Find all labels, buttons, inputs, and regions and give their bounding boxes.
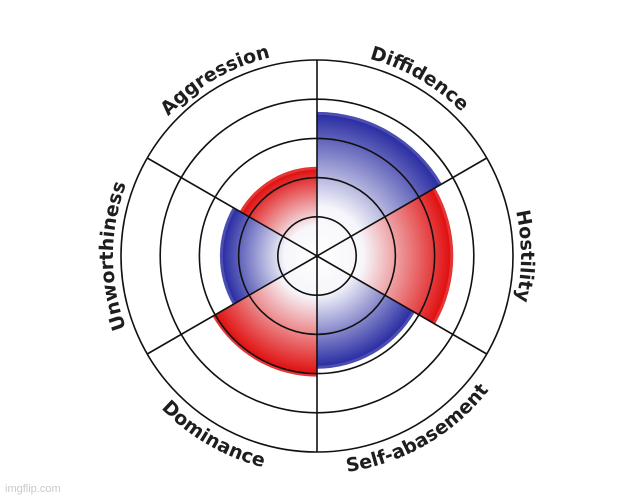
segment-aggression (242, 169, 317, 256)
chart-segments (212, 111, 454, 377)
label-aggression: Aggression (156, 41, 272, 120)
segment-diffidence (317, 114, 440, 256)
label-dominance: Dominance (157, 396, 267, 472)
label-hostility: Hostility (511, 208, 538, 305)
chart-grid (120, 59, 514, 453)
grid-spoke-3 (316, 255, 488, 355)
label-diffidence: Diffidence (368, 42, 473, 115)
segment-self-abasement (317, 256, 413, 366)
watermark: imgflip.com (5, 483, 61, 495)
label-unworthiness: Unworthiness (96, 178, 131, 333)
segment-unworthiness (222, 208, 317, 304)
grid-spoke-5 (146, 255, 318, 355)
segment-hostility (317, 189, 451, 323)
grid-spoke-2 (316, 157, 488, 257)
label-self-abasement: Self-abasement (344, 379, 493, 477)
grid-spoke-6 (146, 157, 318, 257)
